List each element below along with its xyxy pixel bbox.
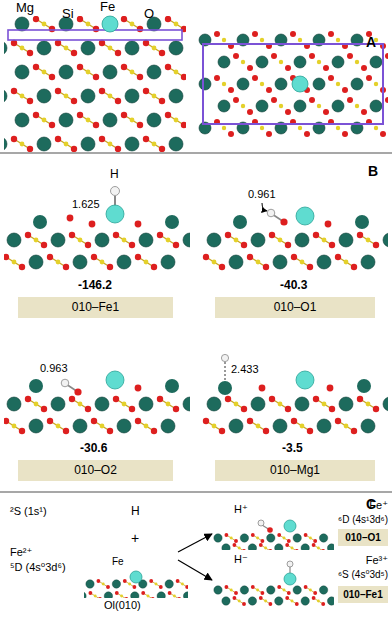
energy-value: -30.6	[80, 442, 107, 456]
bond-length: 2.433	[231, 363, 259, 376]
state-label: ⁵D (4s⁰3d⁶)	[10, 561, 66, 574]
plus-sign: +	[131, 530, 139, 546]
bond-length: 0.961	[248, 188, 276, 201]
structure-name-box: 010–O1	[215, 297, 375, 318]
structure-name: 010–O1	[345, 532, 381, 544]
energy-value: -3.5	[282, 442, 303, 456]
structure-name: 010–O2	[74, 464, 117, 478]
atom-label: H	[110, 168, 119, 182]
ion-label: H⁻	[234, 553, 248, 566]
atom-label: Si	[62, 7, 74, 22]
state-label: ²S (1s¹)	[10, 505, 47, 518]
energy-value: -40.3	[280, 279, 307, 293]
ion-label: H⁺	[234, 503, 248, 516]
atom-label: Mg	[16, 1, 34, 16]
ion-label: Fe⁺	[369, 499, 388, 512]
energy-value: -146.2	[78, 279, 112, 293]
structure-name: 010–Mg1	[270, 464, 320, 478]
panel-letter: A	[366, 34, 376, 50]
atom-label: Fe	[112, 556, 124, 568]
structure-name: 010–O1	[274, 301, 317, 315]
structure-name: 010–Fe1	[72, 301, 119, 315]
structure-name-box: 010–O1	[338, 529, 388, 546]
ion-label: Fe²⁺	[10, 546, 32, 559]
bond-length: 0.963	[40, 362, 68, 375]
structure-name-box: 010–Mg1	[215, 460, 375, 481]
surface-label: Ol(010)	[104, 599, 141, 612]
atom-label: Fe	[100, 0, 115, 15]
structure-name: 010–Fe1	[343, 589, 382, 601]
state-label: ⁶S (4s⁰3d⁵)	[338, 569, 388, 581]
structure-name-box: 010–Fe1	[338, 586, 388, 603]
ion-label: Fe³⁺	[366, 554, 388, 567]
bond-length: 1.625	[72, 198, 100, 211]
structure-name-box: 010–O2	[18, 460, 173, 481]
panel-letter: B	[368, 163, 378, 179]
structure-name-box: 010–Fe1	[18, 297, 173, 318]
state-label: ⁶D (4s¹3d⁶)	[338, 514, 388, 526]
atom-label: H	[131, 505, 140, 519]
atom-label: O	[144, 7, 154, 22]
